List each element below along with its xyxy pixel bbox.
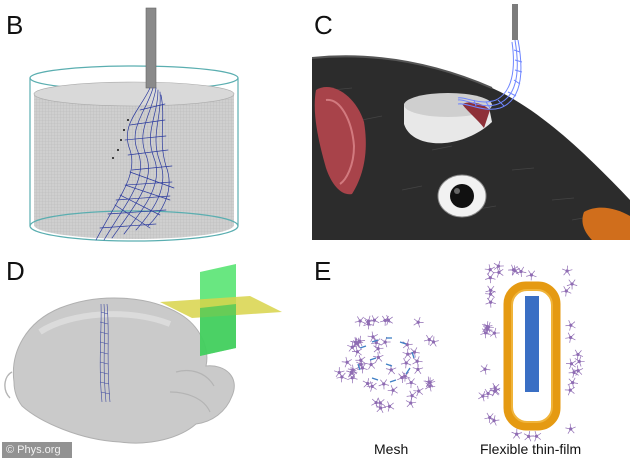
neuron-icon <box>385 364 397 375</box>
neuron-icon <box>351 346 363 357</box>
rodent-nose <box>582 207 630 240</box>
neuron-icon <box>485 273 496 284</box>
tank-water <box>34 94 234 239</box>
neuron-icon <box>369 315 380 326</box>
neuron-icon <box>363 315 374 327</box>
neuron-icon <box>482 321 493 332</box>
panel-d: D <box>0 252 300 460</box>
neuron-icon <box>480 364 491 375</box>
neuron-icon <box>511 428 522 439</box>
neuron-icon <box>347 364 359 375</box>
neuron-icon <box>347 373 358 384</box>
neuron-icon <box>489 327 500 339</box>
thinfilm-caption: Flexible thin-film <box>480 441 582 457</box>
rodent-illustration <box>312 4 630 240</box>
neuron-icon <box>489 382 501 394</box>
thin-film-probe <box>525 296 539 392</box>
neuron-icon <box>366 381 377 392</box>
neuron-icon <box>413 385 424 397</box>
needle <box>145 7 157 89</box>
panel-d-label: D <box>6 256 25 286</box>
neuron-icon <box>354 316 366 327</box>
panel-e: E Mesh Flexible thin-film <box>312 252 630 460</box>
neuron-icon <box>480 328 491 339</box>
neuron-icon <box>384 401 395 412</box>
neuron-icon <box>334 367 345 378</box>
neuron-icon <box>365 359 377 370</box>
neuron-icon <box>572 349 584 360</box>
injection-needle <box>512 4 518 40</box>
neuron-icon <box>402 348 413 359</box>
comparison-illustration <box>334 260 585 442</box>
neuron-icon <box>373 352 384 363</box>
neuron-icon <box>572 365 584 376</box>
panel-b: B <box>0 0 300 250</box>
implanted-mesh <box>457 39 523 110</box>
neuron-icon <box>362 378 374 389</box>
neuron-icon <box>493 260 504 272</box>
neuron-icon <box>565 332 576 343</box>
neuron-icon <box>478 390 489 402</box>
neuron-icon <box>509 265 521 276</box>
neuron-icon <box>566 358 577 369</box>
neuron-icon <box>405 377 417 389</box>
neuron-icon <box>483 321 494 333</box>
neuron-icon <box>375 402 387 414</box>
neuron-icon <box>574 356 585 367</box>
neuron-icon <box>406 390 417 402</box>
neuron-icon <box>484 264 496 275</box>
neuron-icon <box>564 384 575 396</box>
neuron-icon <box>400 358 412 369</box>
neuron-icon <box>566 279 578 290</box>
neuron-icon <box>526 270 537 281</box>
neuron-icon <box>387 385 398 396</box>
neuron-icon <box>485 285 496 296</box>
neuron-icon <box>425 381 436 392</box>
panel-b-label: B <box>6 10 24 40</box>
water-surface <box>33 81 235 107</box>
tank-illustration <box>29 7 239 242</box>
neuron-icon <box>567 377 579 388</box>
neuron-icon <box>380 315 391 326</box>
neuron-icon <box>489 415 500 426</box>
neuron-icon <box>565 320 576 331</box>
brain-mesh <box>99 303 111 403</box>
neuron-icon <box>482 388 494 399</box>
panel-c-label: C <box>314 10 333 40</box>
neuron-icon <box>402 339 413 350</box>
neuron-icon <box>412 356 423 367</box>
neuron-icon <box>560 286 572 297</box>
brain-illustration <box>4 264 282 444</box>
neuron-icon <box>515 266 527 277</box>
neuron-icon <box>341 356 352 368</box>
watermark: © Phys.org <box>2 442 72 458</box>
neuron-icon <box>397 372 408 384</box>
film-neurons <box>478 260 585 442</box>
neuron-icon <box>409 347 420 358</box>
neuron-icon <box>565 423 576 434</box>
neuron-icon <box>484 412 495 423</box>
mesh-neurons <box>334 314 439 414</box>
thin-film-coating <box>503 281 561 431</box>
mesh-caption: Mesh <box>374 441 409 457</box>
neuron-icon <box>378 379 390 390</box>
neuron-icon <box>413 317 424 328</box>
neuron-icon <box>493 267 504 278</box>
mesh-electronics <box>95 87 175 241</box>
neuron-icon <box>523 431 535 442</box>
neuron-icon <box>356 358 367 370</box>
panel-c: C <box>312 0 630 240</box>
neuron-icon <box>374 397 385 409</box>
mesh-dots <box>112 119 129 159</box>
neuron-icon <box>423 334 435 346</box>
neuron-icon <box>350 336 361 348</box>
neuron-icon <box>561 265 573 276</box>
neuron-icon <box>485 297 496 308</box>
rodent-ear <box>314 86 366 195</box>
panel-e-label: E <box>314 256 332 286</box>
mesh-dashes <box>357 337 415 383</box>
brain <box>12 297 235 444</box>
rodent-head <box>312 56 630 240</box>
